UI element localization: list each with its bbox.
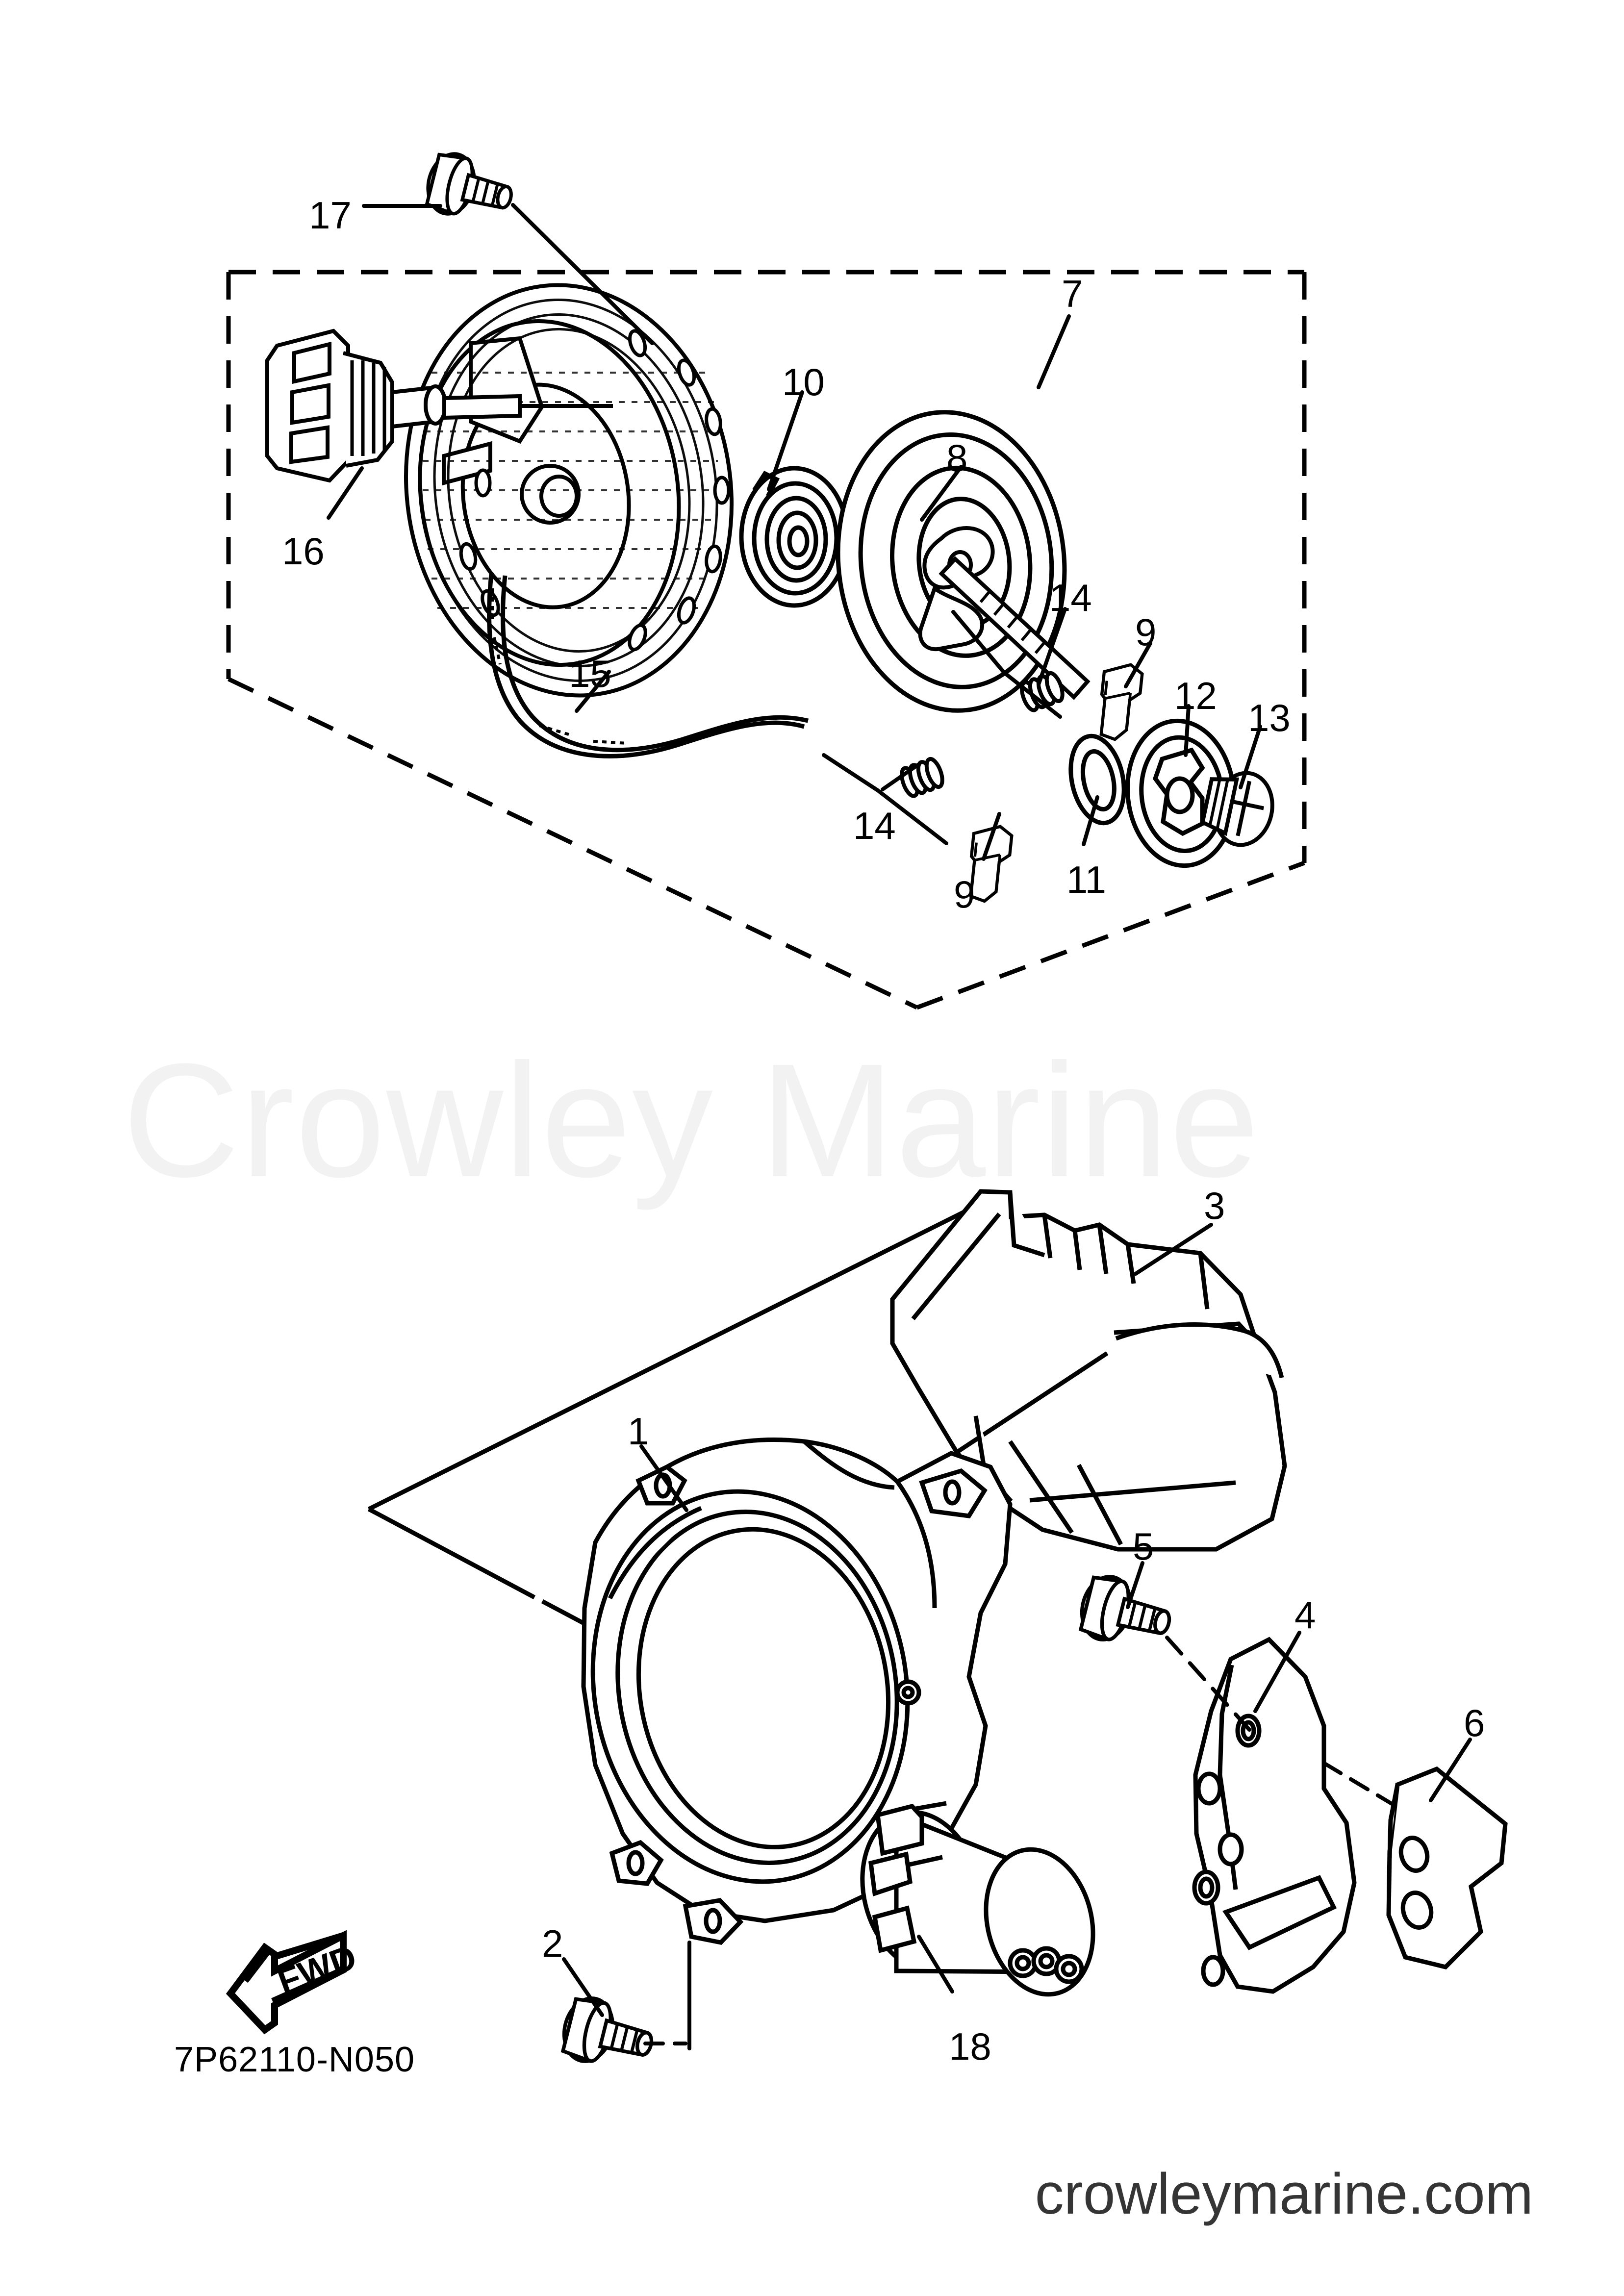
leader-lines-lower [562, 1223, 1472, 2050]
diagram-code: 7P62110-N050 [174, 2040, 415, 2079]
callout-1: 1 [628, 1410, 649, 1453]
callout-9-lower: 9 [954, 873, 975, 916]
starter-case-bolt-holes [459, 329, 731, 652]
flange-bolt-17 [422, 149, 518, 228]
callout-9-upper: 9 [1135, 610, 1157, 654]
starter-rope [487, 573, 809, 758]
compression-spring-lower [899, 757, 946, 798]
callout-17: 17 [309, 194, 352, 237]
fwd-arrow-marker [226, 1930, 347, 2035]
washer [1068, 733, 1126, 826]
callout-3: 3 [1204, 1184, 1225, 1227]
callout-18: 18 [949, 2025, 991, 2068]
air-shroud-duct [890, 1189, 1287, 1552]
starter-motor [860, 1801, 1095, 1997]
assembly-boundary-upper [226, 270, 1307, 1010]
callout-15: 15 [569, 652, 611, 695]
callout-7: 7 [1062, 272, 1083, 315]
callout-11: 11 [1066, 858, 1106, 901]
callout-12: 12 [1174, 674, 1217, 717]
callout-4: 4 [1294, 1593, 1316, 1637]
drum-shaft [939, 556, 1091, 700]
callout-13: 13 [1248, 696, 1291, 739]
leader-lines-upper [327, 203, 1262, 861]
callout-5: 5 [1133, 1525, 1154, 1568]
screw [1200, 771, 1274, 847]
fan-cover-shroud [581, 1438, 1013, 1945]
callout-14-upper: 14 [1049, 576, 1092, 619]
callout-6: 6 [1464, 1701, 1485, 1744]
callout-8: 8 [946, 436, 968, 479]
drive-pawl-upper [1097, 662, 1143, 741]
starter-handle-ribs [350, 360, 386, 456]
callout-10: 10 [782, 360, 825, 404]
callout-16: 16 [282, 530, 325, 573]
starter-case-grille [419, 299, 718, 682]
flange-bolt-5 [1075, 1571, 1176, 1655]
mounting-plate [1386, 1766, 1508, 1969]
bracket-plate [1192, 1637, 1357, 1994]
starter-handle [265, 328, 522, 483]
flange-bolt-2 [558, 1993, 659, 2076]
callout-14-lower: 14 [853, 804, 896, 847]
site-url: crowleymarine.com [1035, 2162, 1533, 2226]
callout-2: 2 [542, 1922, 563, 1965]
spiral-spring [739, 466, 850, 608]
